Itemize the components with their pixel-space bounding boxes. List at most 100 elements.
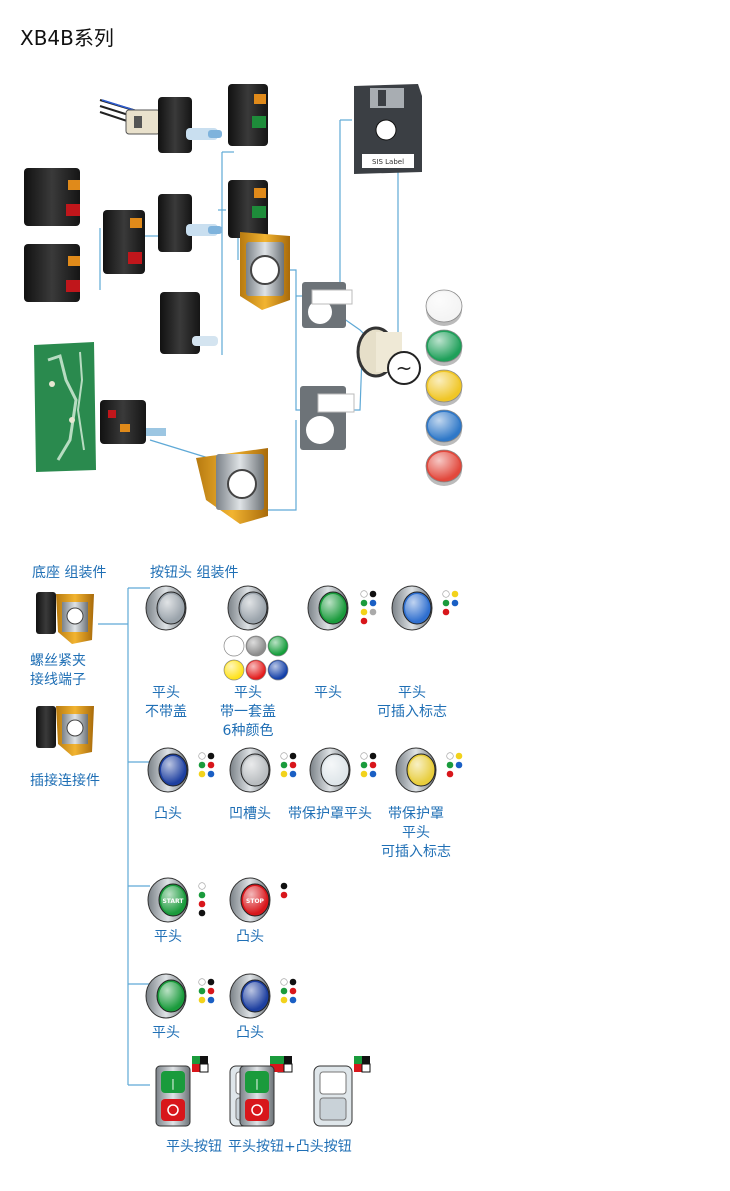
mounting-collar-icon xyxy=(240,232,290,310)
color-option-dot xyxy=(289,770,297,778)
button-label: 平头按钮+凸头按钮 xyxy=(228,1139,352,1155)
color-option-dot xyxy=(455,761,463,769)
color-option-dot xyxy=(369,599,377,607)
push-button-icon xyxy=(229,747,271,793)
push-button-icon: STOP xyxy=(229,877,271,923)
lens-caps xyxy=(425,289,463,486)
color-options xyxy=(442,590,459,616)
color-option-dot xyxy=(280,891,288,899)
color-option-dot xyxy=(360,590,368,598)
head-assembly-header: 按钮头 组装件 xyxy=(150,565,239,581)
wire-connector-icon xyxy=(99,99,161,135)
button-label: 凸头 xyxy=(154,806,182,822)
lens-cap-icon xyxy=(425,289,463,326)
color-option-dot xyxy=(446,761,454,769)
shrouded-double-button-icon xyxy=(313,1065,353,1127)
button-label: 凸头 xyxy=(236,1025,264,1041)
color-options xyxy=(360,752,377,778)
color-option-dot xyxy=(207,752,215,760)
color-option-dot xyxy=(360,761,368,769)
base-label-screw-clamp: 螺丝紧夹 接线端子 xyxy=(30,653,86,688)
push-button-icon xyxy=(307,585,349,631)
floppy-label: SIS Label xyxy=(372,158,404,166)
color-option-dot xyxy=(289,987,297,995)
color-option-dot xyxy=(207,987,215,995)
base-label-plug-in: 插接连接件 xyxy=(30,773,100,789)
push-button-icon xyxy=(391,585,433,631)
contact-block-icon xyxy=(158,194,222,252)
svg-text:|: | xyxy=(255,1077,259,1090)
color-option-dot xyxy=(198,882,206,890)
floppy-disk-icon: SIS Label xyxy=(354,84,422,174)
color-option-dot xyxy=(280,752,288,760)
lens-cap-icon xyxy=(425,449,463,486)
button-label: 平头 xyxy=(152,1025,180,1041)
color-option-dot xyxy=(280,761,288,769)
color-option-dot xyxy=(198,900,206,908)
color-option-dot xyxy=(280,987,288,995)
button-heads: START STOP | | xyxy=(145,585,463,1127)
color-option-dot xyxy=(207,770,215,778)
color-option-dot xyxy=(207,978,215,986)
plug-in-base-icon xyxy=(36,706,94,756)
button-label: 平头 xyxy=(154,929,182,945)
button-cap-text: START xyxy=(162,898,184,905)
contact-block-icon xyxy=(158,97,222,153)
page-title: XB4B系列 xyxy=(20,26,114,50)
color-flag-icon xyxy=(192,1056,209,1073)
push-button-icon xyxy=(145,585,187,631)
push-button-icon xyxy=(147,747,189,793)
push-button-icon: START xyxy=(147,877,189,923)
color-option-dot xyxy=(207,996,215,1004)
color-option-dot xyxy=(451,590,459,598)
lens-cap-icon xyxy=(425,369,463,406)
lens-cap-icon xyxy=(425,409,463,446)
color-option-dot xyxy=(289,978,297,986)
legend-holder-icon xyxy=(300,282,355,450)
contact-block-green-icon xyxy=(228,84,268,146)
color-option-dot xyxy=(198,891,206,899)
button-label: 带保护罩平头 xyxy=(288,806,372,822)
button-label: 平头按钮 xyxy=(166,1139,222,1155)
button-label: 平头 xyxy=(314,685,342,701)
color-options xyxy=(280,752,297,778)
color-option-dot xyxy=(198,752,206,760)
color-option-dot xyxy=(198,770,206,778)
color-option-dot xyxy=(289,761,297,769)
color-option-dot xyxy=(455,752,463,760)
color-option-dot xyxy=(360,770,368,778)
color-option-dot xyxy=(369,608,377,616)
push-button-icon xyxy=(227,585,269,631)
color-options xyxy=(198,752,215,778)
light-block-icon xyxy=(160,292,218,354)
color-option-dot xyxy=(198,987,206,995)
color-options xyxy=(198,882,206,917)
catalog-connector-lines xyxy=(98,587,150,1086)
color-option-dot xyxy=(369,752,377,760)
color-option-dot xyxy=(207,761,215,769)
button-label: 平头 可插入标志 xyxy=(377,685,447,720)
pcb-connector-icon xyxy=(100,400,166,444)
push-button-icon xyxy=(229,973,271,1019)
color-option-dot xyxy=(280,770,288,778)
pcb-board-icon xyxy=(34,342,96,472)
push-button-icon xyxy=(395,747,437,793)
svg-text:|: | xyxy=(171,1077,175,1090)
color-flag-icon xyxy=(276,1056,293,1073)
color-caps-set xyxy=(223,635,289,681)
double-push-button-icon: | xyxy=(239,1065,275,1127)
color-flag-icon xyxy=(354,1056,371,1073)
ac-symbol: ~ xyxy=(396,356,413,380)
push-button-icon xyxy=(145,973,187,1019)
button-label: 凹槽头 xyxy=(229,806,271,822)
color-option-dot xyxy=(446,770,454,778)
color-option-dot xyxy=(280,978,288,986)
button-cap-text: STOP xyxy=(246,898,265,905)
color-option-dot xyxy=(289,996,297,1004)
contact-block-red-icon xyxy=(24,168,145,302)
screw-clamp-base-icon xyxy=(36,592,94,644)
color-option-dot xyxy=(280,996,288,1004)
color-options xyxy=(360,590,377,625)
color-option-dot xyxy=(369,770,377,778)
